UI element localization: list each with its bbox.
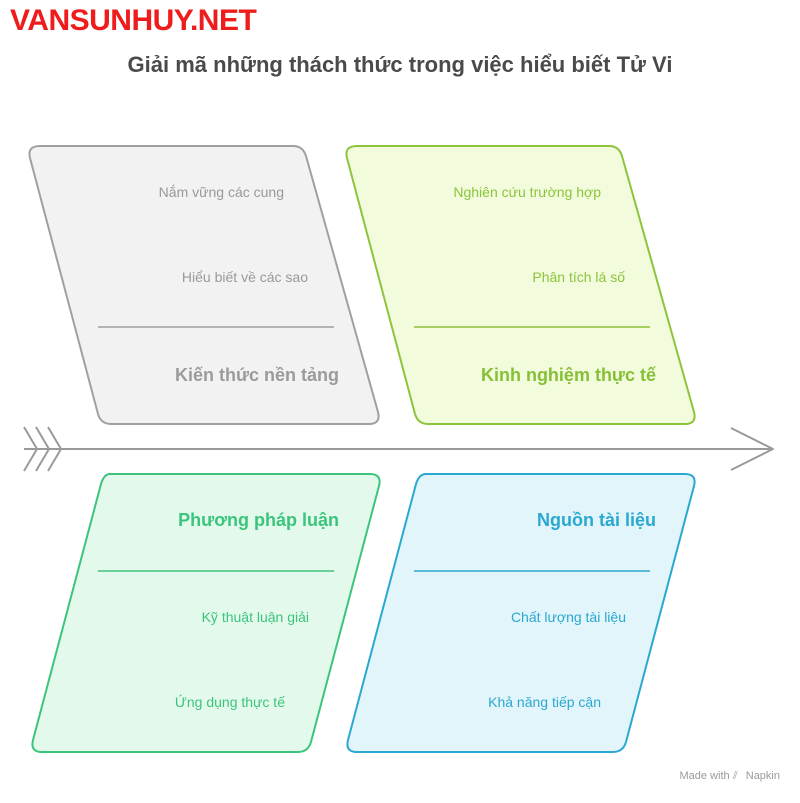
foundation-box	[28, 145, 380, 425]
resources-box	[346, 473, 696, 753]
credit-text: Made with	[679, 770, 730, 782]
resources-item-2: Khả năng tiếp cận	[488, 694, 601, 710]
watermark-logo: VANSUNHUY.NET	[10, 4, 257, 37]
resources-heading: Nguồn tài liệu	[537, 510, 656, 530]
foundation-item-1: Nắm vững các cung	[158, 184, 284, 200]
experience-item-2: Phân tích lá số	[532, 269, 625, 285]
credit-brand: Napkin	[745, 770, 780, 782]
experience-box	[345, 145, 696, 425]
spine-arrow	[23, 426, 774, 472]
foundation-heading: Kiến thức nền tảng	[174, 365, 339, 385]
made-with-credit: Made with ⫽ Napkin	[679, 770, 780, 783]
diagram-title: Giải mã những thách thức trong việc hiểu…	[127, 52, 673, 77]
methodology-item-1: Kỹ thuật luận giải	[201, 609, 309, 625]
methodology-box	[31, 473, 381, 753]
methodology-item-2: Ứng dụng thực tế	[174, 694, 285, 710]
experience-item-1: Nghiên cứu trường hợp	[453, 184, 601, 200]
napkin-logo-icon: ⫽	[732, 770, 738, 782]
foundation-item-2: Hiểu biết về các sao	[181, 269, 308, 285]
resources-item-1: Chất lượng tài liệu	[510, 609, 626, 625]
methodology-heading: Phương pháp luận	[178, 510, 339, 530]
experience-heading: Kinh nghiệm thực tế	[480, 365, 656, 385]
